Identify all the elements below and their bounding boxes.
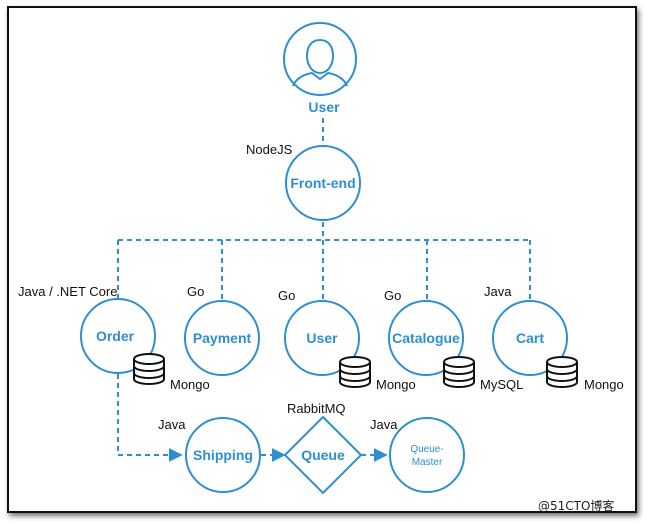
payment-node[interactable]: Payment: [184, 300, 260, 376]
catalogue-database-icon: [443, 356, 475, 388]
shipping-label: Shipping: [193, 447, 253, 463]
cart-node[interactable]: Cart: [492, 300, 568, 376]
user-node-label: User: [308, 99, 340, 115]
cart-label: Cart: [516, 330, 544, 346]
queue-tech-label: RabbitMQ: [287, 401, 346, 416]
user-service-node[interactable]: User: [284, 300, 360, 376]
order-node[interactable]: Order: [80, 298, 156, 374]
user-database-icon: [339, 356, 371, 388]
queue-node[interactable]: Queue: [283, 415, 363, 495]
frontend-tech-label: NodeJS: [246, 142, 293, 157]
user-db-label: Mongo: [376, 377, 416, 392]
frontend-node[interactable]: Front-end: [285, 145, 361, 221]
payment-label: Payment: [193, 330, 252, 346]
catalogue-label: Catalogue: [392, 330, 460, 346]
catalogue-tech-label: Go: [384, 288, 401, 303]
queue-master-node[interactable]: Queue- Master: [389, 417, 465, 493]
frontend-label: Front-end: [290, 175, 355, 191]
order-db-label: Mongo: [170, 377, 210, 392]
payment-tech-label: Go: [187, 284, 204, 299]
order-database-icon: [133, 353, 165, 385]
cart-database-icon: [546, 356, 578, 388]
queue-master-label-line1: Queue-: [410, 444, 443, 455]
queue-master-tech-label: Java: [370, 417, 398, 432]
catalogue-node[interactable]: Catalogue: [388, 300, 464, 376]
order-label: Order: [96, 328, 135, 344]
catalogue-db-label: MySQL: [480, 377, 523, 392]
queue-label: Queue: [301, 447, 345, 463]
queue-master-label-line2: Master: [412, 457, 443, 468]
watermark-text: @51CTO博客: [538, 498, 614, 513]
cart-db-label: Mongo: [584, 377, 624, 392]
order-tech-label: Java / .NET Core: [18, 284, 117, 299]
shipping-node[interactable]: Shipping: [185, 417, 261, 493]
cart-tech-label: Java: [484, 284, 512, 299]
user-avatar-icon: [292, 38, 348, 87]
connector-order-shipping: [117, 374, 183, 462]
user-service-label: User: [306, 330, 338, 346]
shipping-tech-label: Java: [158, 417, 186, 432]
user-service-tech-label: Go: [278, 288, 295, 303]
user-node[interactable]: [283, 22, 357, 96]
